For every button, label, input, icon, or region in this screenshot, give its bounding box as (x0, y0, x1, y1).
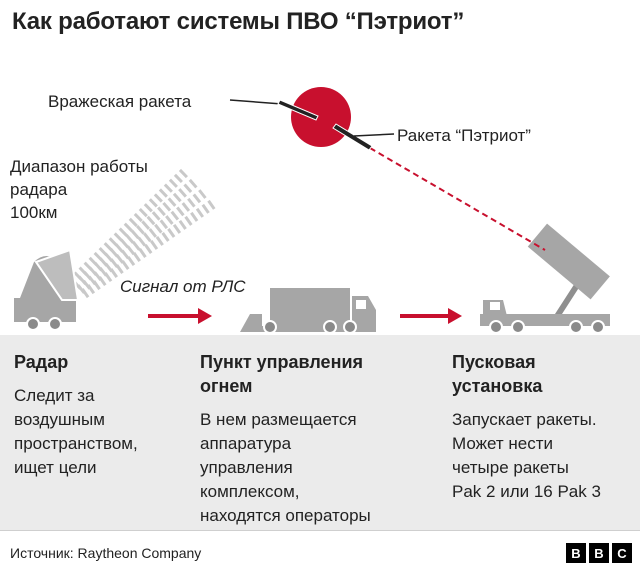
launcher-column: Пусковая установка Запускает ракеты. Мож… (452, 350, 601, 504)
logo-letter: C (612, 543, 632, 563)
logo-letter: B (566, 543, 586, 563)
diagram-scene (14, 87, 610, 334)
arrow-right-icon (400, 308, 462, 324)
description-panel (0, 335, 640, 530)
column-body: Запускает ракеты. Может нести четыре рак… (452, 410, 601, 501)
radar-vehicle-icon (14, 248, 80, 331)
radar-range-line: 100км (10, 203, 58, 222)
column-body: В нем размещается аппаратура управления … (200, 410, 371, 525)
patriot-missile-icon (332, 123, 395, 151)
enemy-missile-icon (229, 99, 319, 121)
logo-letter: B (589, 543, 609, 563)
bbc-logo: B B C (566, 543, 632, 563)
radar-column: Радар Следит за воздушным пространством,… (14, 350, 138, 480)
launcher-truck-icon (480, 223, 610, 334)
patriot-missile-label: Ракета “Пэтриот” (397, 126, 531, 145)
source-text: Источник: Raytheon Company (10, 545, 202, 561)
signal-label: Сигнал от РЛС (120, 277, 246, 296)
radar-range-line: радара (10, 180, 68, 199)
command-column: Пункт управления огнем В нем размещается… (200, 350, 371, 528)
column-heading: Пусковая установка (452, 352, 543, 396)
enemy-missile-label: Вражеская ракета (48, 92, 192, 111)
command-truck-icon (240, 288, 376, 334)
column-heading: Пункт управления огнем (200, 352, 364, 396)
arrow-right-icon (148, 308, 212, 324)
footer: Источник: Raytheon Company B B C (0, 530, 640, 570)
intercept-circle (291, 87, 351, 147)
column-body: Следит за воздушным пространством, ищет … (14, 386, 138, 477)
radar-range-line: Диапазон работы (10, 157, 148, 176)
page-title: Как работают системы ПВО “Пэтриот” (12, 8, 465, 35)
radar-beam (68, 168, 217, 299)
radar-range-label: Диапазон работы радара 100км (10, 155, 148, 224)
missile-trajectory (369, 147, 546, 251)
column-heading: Радар (14, 352, 69, 372)
